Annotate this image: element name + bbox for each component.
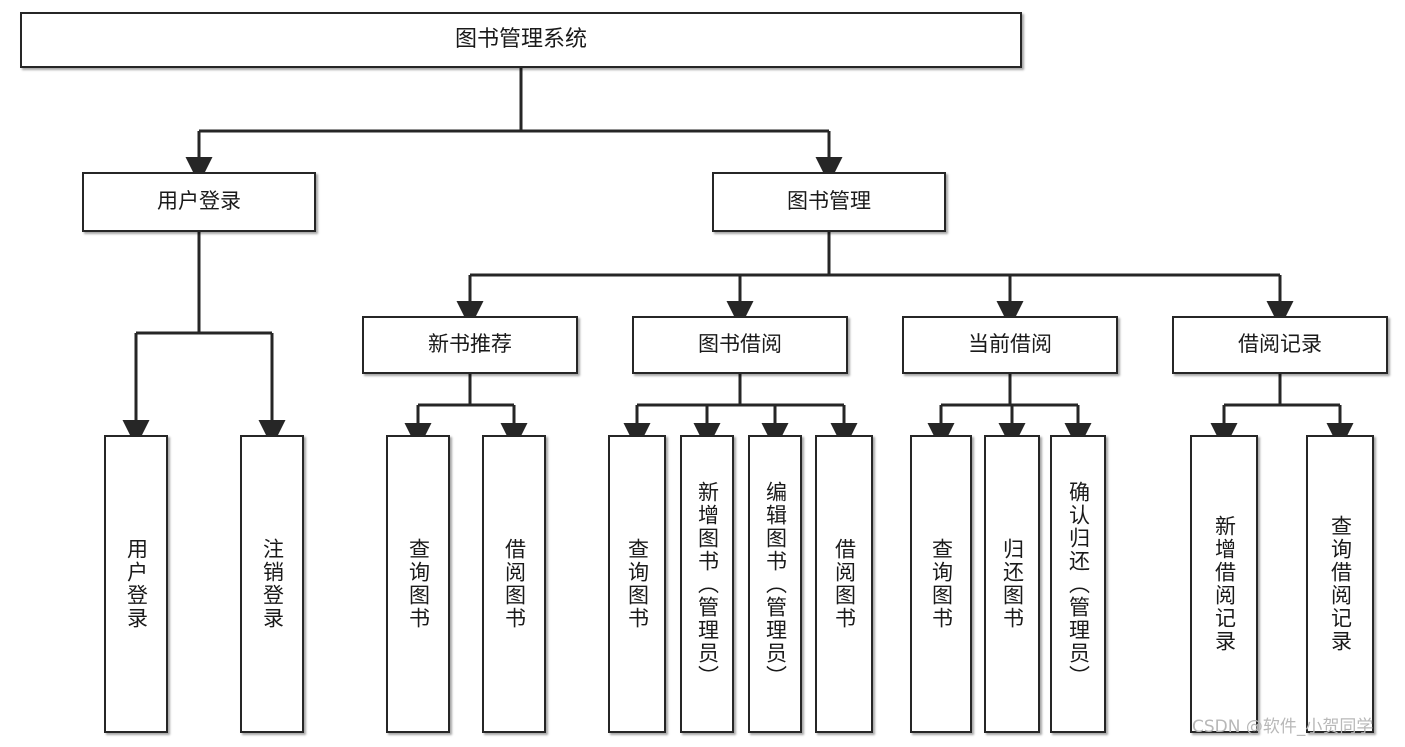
edges-user-login xyxy=(122,232,286,447)
node-current-borrow-label: 当前借阅 xyxy=(968,332,1052,357)
node-new-book-recommend-label: 新书推荐 xyxy=(428,332,512,357)
node-leaf-borrow-book-recommend[interactable]: 借阅图书 xyxy=(482,435,546,733)
node-leaf-confirm-return-admin-label: 确认归还（管理员） xyxy=(1066,480,1091,688)
node-leaf-add-borrow-record-label: 新增借阅记录 xyxy=(1212,515,1237,653)
node-leaf-query-borrow-record[interactable]: 查询借阅记录 xyxy=(1306,435,1374,733)
node-leaf-user-login-label: 用户登录 xyxy=(124,538,149,630)
node-leaf-user-login[interactable]: 用户登录 xyxy=(104,435,168,733)
edges-borrow-record xyxy=(1210,374,1354,450)
node-book-management[interactable]: 图书管理 xyxy=(712,172,946,232)
node-leaf-edit-book-admin[interactable]: 编辑图书（管理员） xyxy=(748,435,802,733)
node-leaf-add-book-admin[interactable]: 新增图书（管理员） xyxy=(680,435,734,733)
node-borrow-record-label: 借阅记录 xyxy=(1238,332,1322,357)
node-root[interactable]: 图书管理系统 xyxy=(20,12,1022,68)
node-leaf-query-book-borrow[interactable]: 查询图书 xyxy=(608,435,666,733)
node-current-borrow[interactable]: 当前借阅 xyxy=(902,316,1118,374)
node-leaf-query-book-recommend-label: 查询图书 xyxy=(406,538,431,630)
node-leaf-user-logout[interactable]: 注销登录 xyxy=(240,435,304,733)
node-leaf-user-logout-label: 注销登录 xyxy=(260,538,285,630)
watermark: CSDN @软件_小贺同学 xyxy=(1192,717,1374,737)
node-leaf-borrow-book-recommend-label: 借阅图书 xyxy=(502,538,527,630)
node-book-management-label: 图书管理 xyxy=(787,189,871,214)
node-leaf-query-book-borrow-label: 查询图书 xyxy=(625,538,650,630)
node-book-borrow-label: 图书借阅 xyxy=(698,332,782,357)
node-leaf-add-book-admin-label: 新增图书（管理员） xyxy=(695,480,720,688)
node-borrow-record[interactable]: 借阅记录 xyxy=(1172,316,1388,374)
node-leaf-borrow-book-label: 借阅图书 xyxy=(832,538,857,630)
edges-new-book-recommend xyxy=(404,374,528,450)
node-leaf-confirm-return-admin[interactable]: 确认归还（管理员） xyxy=(1050,435,1106,733)
node-book-borrow[interactable]: 图书借阅 xyxy=(632,316,848,374)
node-leaf-borrow-book[interactable]: 借阅图书 xyxy=(815,435,873,733)
edges-book-borrow xyxy=(623,374,858,450)
edges-root xyxy=(185,68,843,184)
node-leaf-query-book-current-label: 查询图书 xyxy=(929,538,954,630)
edges-current-borrow xyxy=(927,374,1092,450)
node-new-book-recommend[interactable]: 新书推荐 xyxy=(362,316,578,374)
node-user-login[interactable]: 用户登录 xyxy=(82,172,316,232)
node-leaf-return-book[interactable]: 归还图书 xyxy=(984,435,1040,733)
node-user-login-label: 用户登录 xyxy=(157,189,241,214)
node-leaf-query-book-current[interactable]: 查询图书 xyxy=(910,435,972,733)
node-root-label: 图书管理系统 xyxy=(454,26,587,52)
node-leaf-query-book-recommend[interactable]: 查询图书 xyxy=(386,435,450,733)
node-leaf-return-book-label: 归还图书 xyxy=(1000,538,1025,630)
node-leaf-query-borrow-record-label: 查询借阅记录 xyxy=(1328,515,1353,653)
edges-book-management xyxy=(456,232,1294,328)
node-leaf-add-borrow-record[interactable]: 新增借阅记录 xyxy=(1190,435,1258,733)
node-leaf-edit-book-admin-label: 编辑图书（管理员） xyxy=(763,480,788,688)
